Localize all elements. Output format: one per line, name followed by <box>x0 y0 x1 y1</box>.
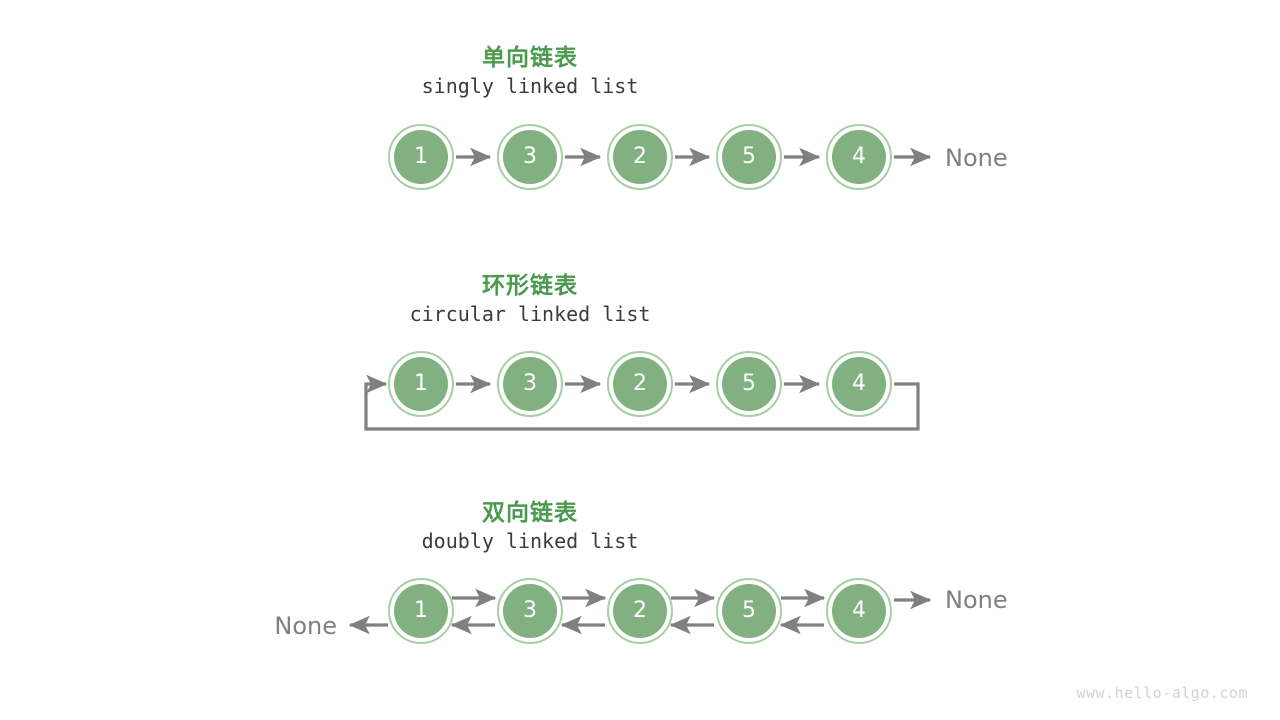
singly-list-subtitle: singly linked list <box>421 74 639 98</box>
node-disc: 3 <box>503 357 557 411</box>
node-value: 5 <box>742 144 756 169</box>
list-node: 2 <box>607 578 673 644</box>
node-value: 2 <box>633 598 647 623</box>
node-value: 3 <box>523 144 537 169</box>
list-node: 4 <box>826 578 892 644</box>
node-value: 3 <box>523 371 537 396</box>
node-value: 2 <box>633 371 647 396</box>
list-node: 3 <box>497 351 563 417</box>
list-node: 1 <box>388 351 454 417</box>
list-node: 4 <box>826 124 892 190</box>
list-node: 3 <box>497 124 563 190</box>
node-value: 1 <box>414 144 428 169</box>
node-disc: 2 <box>613 357 667 411</box>
list-node: 2 <box>607 124 673 190</box>
node-disc: 3 <box>503 584 557 638</box>
circular-list-subtitle: circular linked list <box>409 302 651 326</box>
watermark: www.hello-algo.com <box>1076 684 1248 702</box>
circular-list-title: 环形链表 <box>482 273 578 299</box>
node-value: 5 <box>742 371 756 396</box>
node-disc: 3 <box>503 130 557 184</box>
list-node: 1 <box>388 124 454 190</box>
node-value: 4 <box>852 144 866 169</box>
list-node: 1 <box>388 578 454 644</box>
node-disc: 4 <box>832 584 886 638</box>
doubly-list-head-none-label: None <box>274 612 337 640</box>
singly-list-title: 单向链表 <box>482 45 578 71</box>
node-value: 3 <box>523 598 537 623</box>
singly-list-tail-none-label: None <box>945 144 1008 172</box>
node-value: 4 <box>852 371 866 396</box>
node-disc: 1 <box>394 357 448 411</box>
list-node: 5 <box>716 578 782 644</box>
node-disc: 2 <box>613 584 667 638</box>
doubly-list-title: 双向链表 <box>482 500 578 526</box>
node-value: 1 <box>414 598 428 623</box>
node-disc: 1 <box>394 584 448 638</box>
node-disc: 2 <box>613 130 667 184</box>
list-node: 5 <box>716 351 782 417</box>
node-disc: 5 <box>722 130 776 184</box>
node-disc: 4 <box>832 130 886 184</box>
list-node: 3 <box>497 578 563 644</box>
node-value: 1 <box>414 371 428 396</box>
list-node: 4 <box>826 351 892 417</box>
node-disc: 1 <box>394 130 448 184</box>
node-value: 2 <box>633 144 647 169</box>
list-node: 5 <box>716 124 782 190</box>
node-value: 4 <box>852 598 866 623</box>
node-disc: 5 <box>722 357 776 411</box>
node-value: 5 <box>742 598 756 623</box>
doubly-list-subtitle: doubly linked list <box>421 529 639 553</box>
list-node: 2 <box>607 351 673 417</box>
doubly-list-tail-none-label: None <box>945 586 1008 614</box>
node-disc: 5 <box>722 584 776 638</box>
node-disc: 4 <box>832 357 886 411</box>
